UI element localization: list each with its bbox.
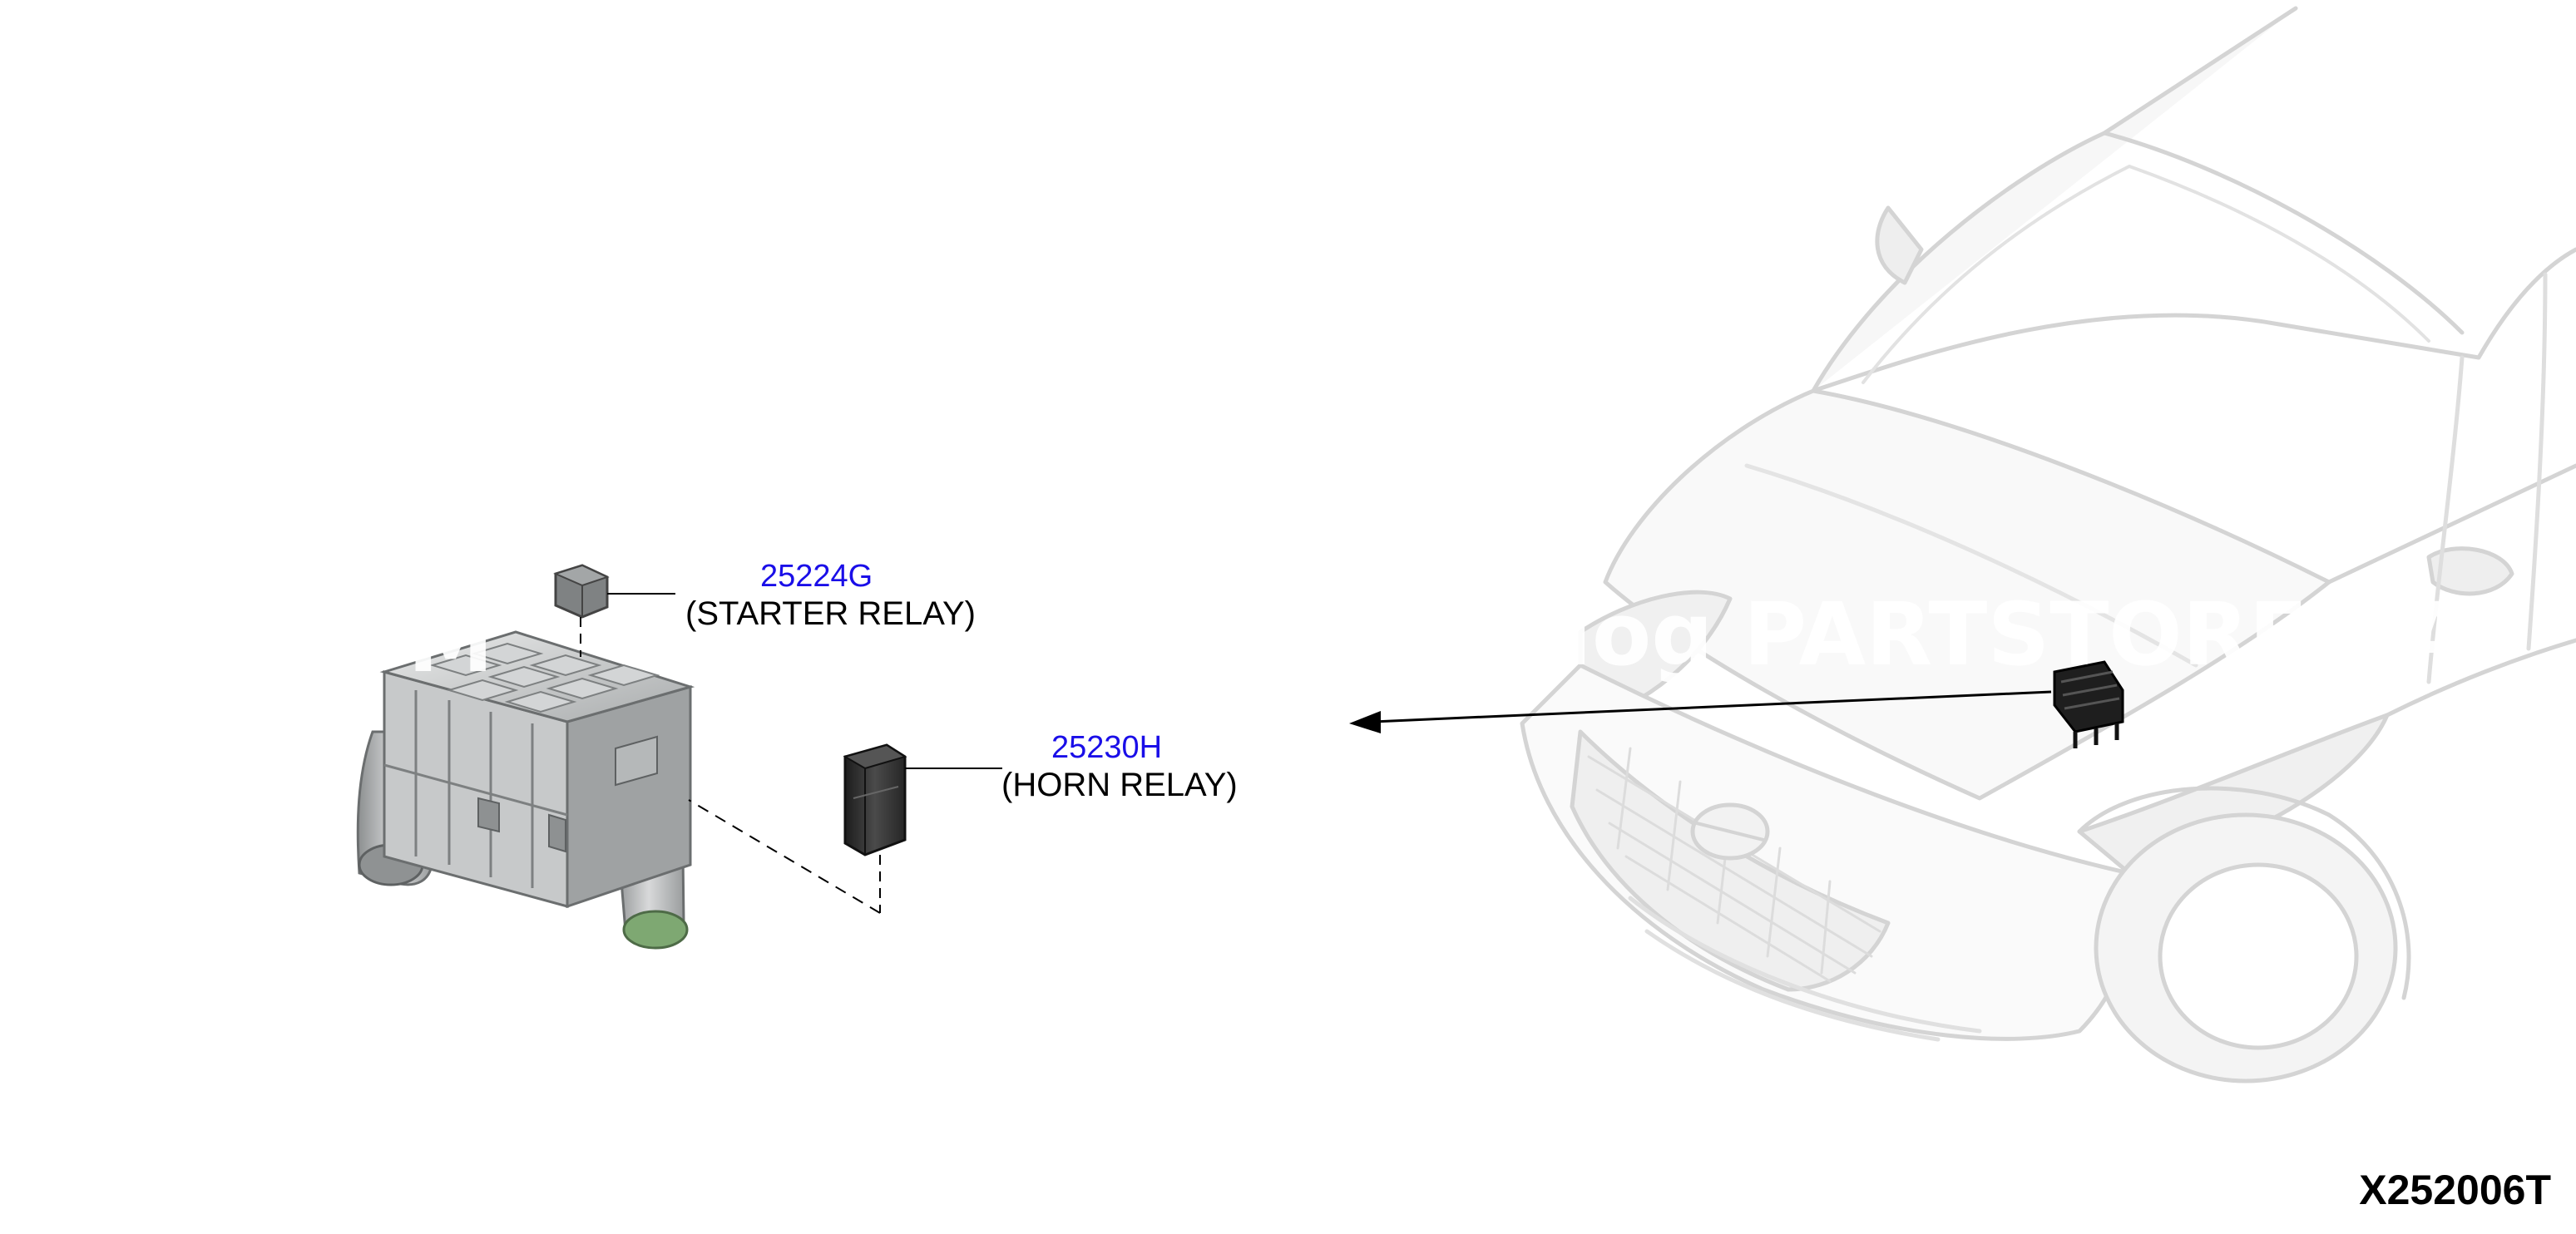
starter-relay-icon — [553, 564, 610, 619]
watermark-left: M — [408, 590, 494, 692]
part-name-starter-relay: (STARTER RELAY) — [685, 595, 976, 632]
car-front-view-icon — [1520, 6, 2576, 1083]
part-name-horn-relay: (HORN RELAY) — [1001, 767, 1238, 803]
starter-relay-leader — [580, 593, 675, 657]
relay-box-location-icon — [2053, 660, 2124, 748]
part-number-horn-relay[interactable]: 25230H — [1051, 730, 1163, 765]
relay-box-icon — [356, 630, 695, 950]
horn-relay-leader — [688, 768, 1002, 914]
watermark-right: alog PARTSTORE.SA — [1504, 584, 2470, 685]
horn-relay-icon — [843, 743, 907, 856]
diagram-code: X252006T — [2359, 1167, 2551, 1213]
part-number-starter-relay[interactable]: 25224G — [760, 559, 873, 594]
location-arrow — [1349, 690, 2052, 733]
